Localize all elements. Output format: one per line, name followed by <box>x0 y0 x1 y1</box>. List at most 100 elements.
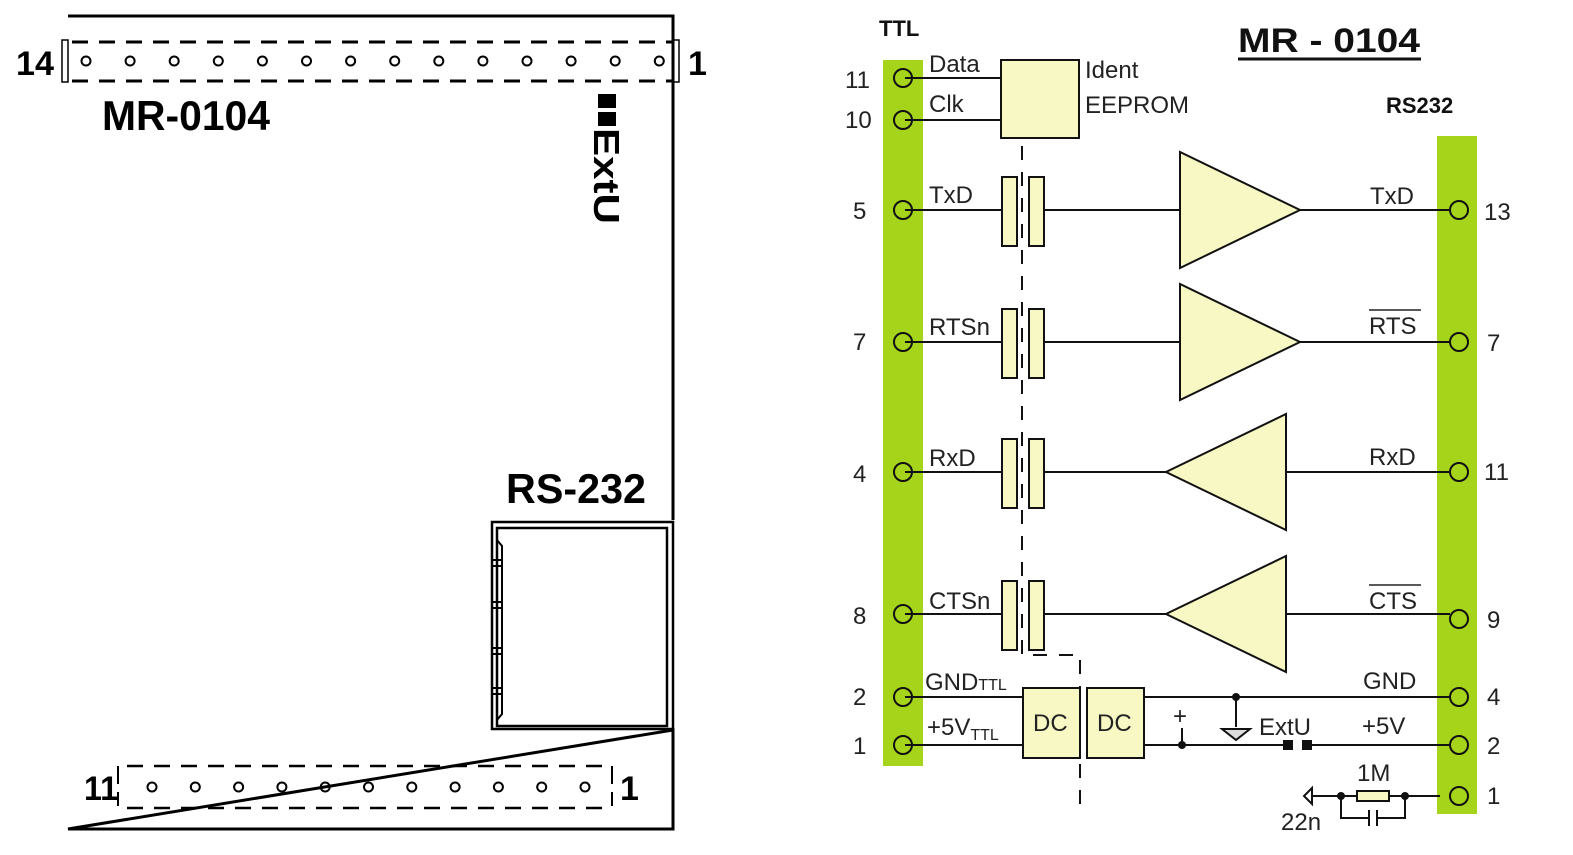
bottom-connector-left-pin-label: 11 <box>84 770 118 808</box>
ttl-pin-number: 8 <box>853 603 866 630</box>
ttl-pin-terminal <box>893 68 913 88</box>
ttl-pin-number: 2 <box>853 684 866 711</box>
ttl-gnd-sub: TTL <box>978 677 1007 694</box>
rs232-signal-label: GND <box>1363 668 1416 695</box>
bottom-connector-right-pin-label: 1 <box>620 770 639 808</box>
rs232-pin-terminal <box>1449 200 1469 220</box>
ttl-pin-terminal <box>893 200 913 220</box>
connector-pin <box>189 781 201 793</box>
ttl-pins <box>893 68 913 755</box>
ttl-pin-number: 1 <box>853 733 866 760</box>
extu-schematic-label: ExtU <box>1259 714 1311 741</box>
ttl-gnd-main: GND <box>925 669 978 696</box>
transmit-driver-icon <box>1179 282 1303 402</box>
extu-jumper-pad <box>1302 740 1312 750</box>
connector-pin <box>319 781 331 793</box>
connector-pin <box>80 55 92 67</box>
ttl-signal-label: Clk <box>929 91 965 118</box>
board-title: MR-0104 <box>102 92 271 139</box>
ttl-pin-number: 7 <box>853 329 866 356</box>
resistor-1m <box>1356 790 1390 802</box>
dc-converter-left <box>1022 687 1081 759</box>
connector-pin <box>536 781 548 793</box>
ttl-gnd-label: GNDTTL <box>925 669 1007 696</box>
resistor-label: 1M <box>1357 760 1390 787</box>
top-connector-end-left <box>61 39 69 83</box>
schematic-title: MR - 0104 <box>1238 22 1420 60</box>
rs232-pin-number: 13 <box>1484 199 1511 226</box>
connector-pin <box>477 55 489 67</box>
ttl-5v-sub: TTL <box>970 727 999 744</box>
ground-icon <box>1219 728 1253 742</box>
optocoupler-half <box>1028 176 1045 247</box>
ttl-pin-number: 11 <box>845 67 870 94</box>
ttl-signal-label: RTSn <box>929 314 990 341</box>
connector-pin <box>406 781 418 793</box>
ttl-signal-label: Data <box>929 51 980 78</box>
connector-pin <box>301 55 312 67</box>
optocouplers <box>1001 176 1045 651</box>
connector-pin <box>124 55 136 67</box>
extu-jumper-pad <box>1283 740 1293 750</box>
connector-pin <box>168 55 180 67</box>
rs232-pin-number: 1 <box>1487 783 1500 810</box>
rs232-signal-label: +5V <box>1362 713 1405 740</box>
rs232-pin-number: 4 <box>1487 684 1500 711</box>
ttl-5v-main: +5V <box>927 714 970 741</box>
rs232-signal-label: TxD <box>1370 183 1414 210</box>
eeprom-label-line2: EEPROM <box>1085 92 1189 119</box>
rs232-pin-terminal <box>1449 462 1469 482</box>
ttl-pin-terminal <box>893 687 913 707</box>
ttl-rail <box>883 60 923 766</box>
wires <box>905 77 1450 746</box>
optocoupler-half <box>1001 176 1018 247</box>
connector-pin <box>212 55 224 67</box>
capacitor-label: 22n <box>1281 809 1321 836</box>
connector-pin <box>609 55 621 67</box>
connector-pin <box>389 55 401 67</box>
optocoupler-half <box>1001 580 1018 651</box>
connector-pin <box>146 781 158 793</box>
ttl-5v-label: +5VTTL <box>927 714 999 744</box>
rs232-pin-number: 9 <box>1487 607 1500 634</box>
top-connector-pins <box>80 55 665 67</box>
ttl-pin-number: 5 <box>853 198 866 225</box>
ttl-pin-number: 10 <box>845 107 872 134</box>
top-connector-right-pin-label: 1 <box>688 45 707 83</box>
junction-dot <box>1178 741 1186 749</box>
connector-pin <box>449 781 461 793</box>
optocoupler-half <box>1028 438 1045 509</box>
connector-pin <box>579 781 591 793</box>
rs232-signal-label: RTS <box>1369 313 1417 340</box>
board-outline <box>67 14 675 831</box>
ttl-signal-label: CTSn <box>929 588 990 615</box>
receive-driver-icon <box>1163 554 1287 674</box>
connector-pin <box>256 55 268 67</box>
transmit-driver-icon <box>1179 150 1303 270</box>
rs232-pin-number: 7 <box>1487 330 1500 357</box>
rs232-port-label: RS-232 <box>506 465 646 512</box>
optocoupler-half <box>1001 438 1018 509</box>
rs232-pin-terminal <box>1449 332 1469 352</box>
optocoupler-half <box>1001 308 1018 379</box>
rs232-signal-label: RxD <box>1369 444 1416 471</box>
top-connector-end-right <box>672 39 680 83</box>
connector-pin <box>492 781 504 793</box>
connector-pin <box>363 781 374 793</box>
dc-converter-right-label: DC <box>1097 710 1132 737</box>
board-drawing: 14 1 MR-0104 ExtU RS-232 11 1 <box>16 14 707 831</box>
connector-pin <box>433 55 445 67</box>
plus-polarity-label: + <box>1173 703 1187 730</box>
dc-converter-left-label: DC <box>1033 710 1068 737</box>
connector-pin <box>521 55 533 67</box>
optocoupler-half <box>1028 308 1045 379</box>
rs232-pin-number: 11 <box>1484 459 1509 486</box>
rs232-pin-terminal <box>1449 609 1469 629</box>
ttl-pin-terminal <box>893 332 913 352</box>
connector-pin <box>276 781 288 793</box>
extu-jumper-pad-2 <box>598 112 616 126</box>
ttl-header: TTL <box>879 16 919 41</box>
extu-jumper-label: ExtU <box>586 128 627 224</box>
rs232-pin-terminal <box>1449 735 1469 755</box>
